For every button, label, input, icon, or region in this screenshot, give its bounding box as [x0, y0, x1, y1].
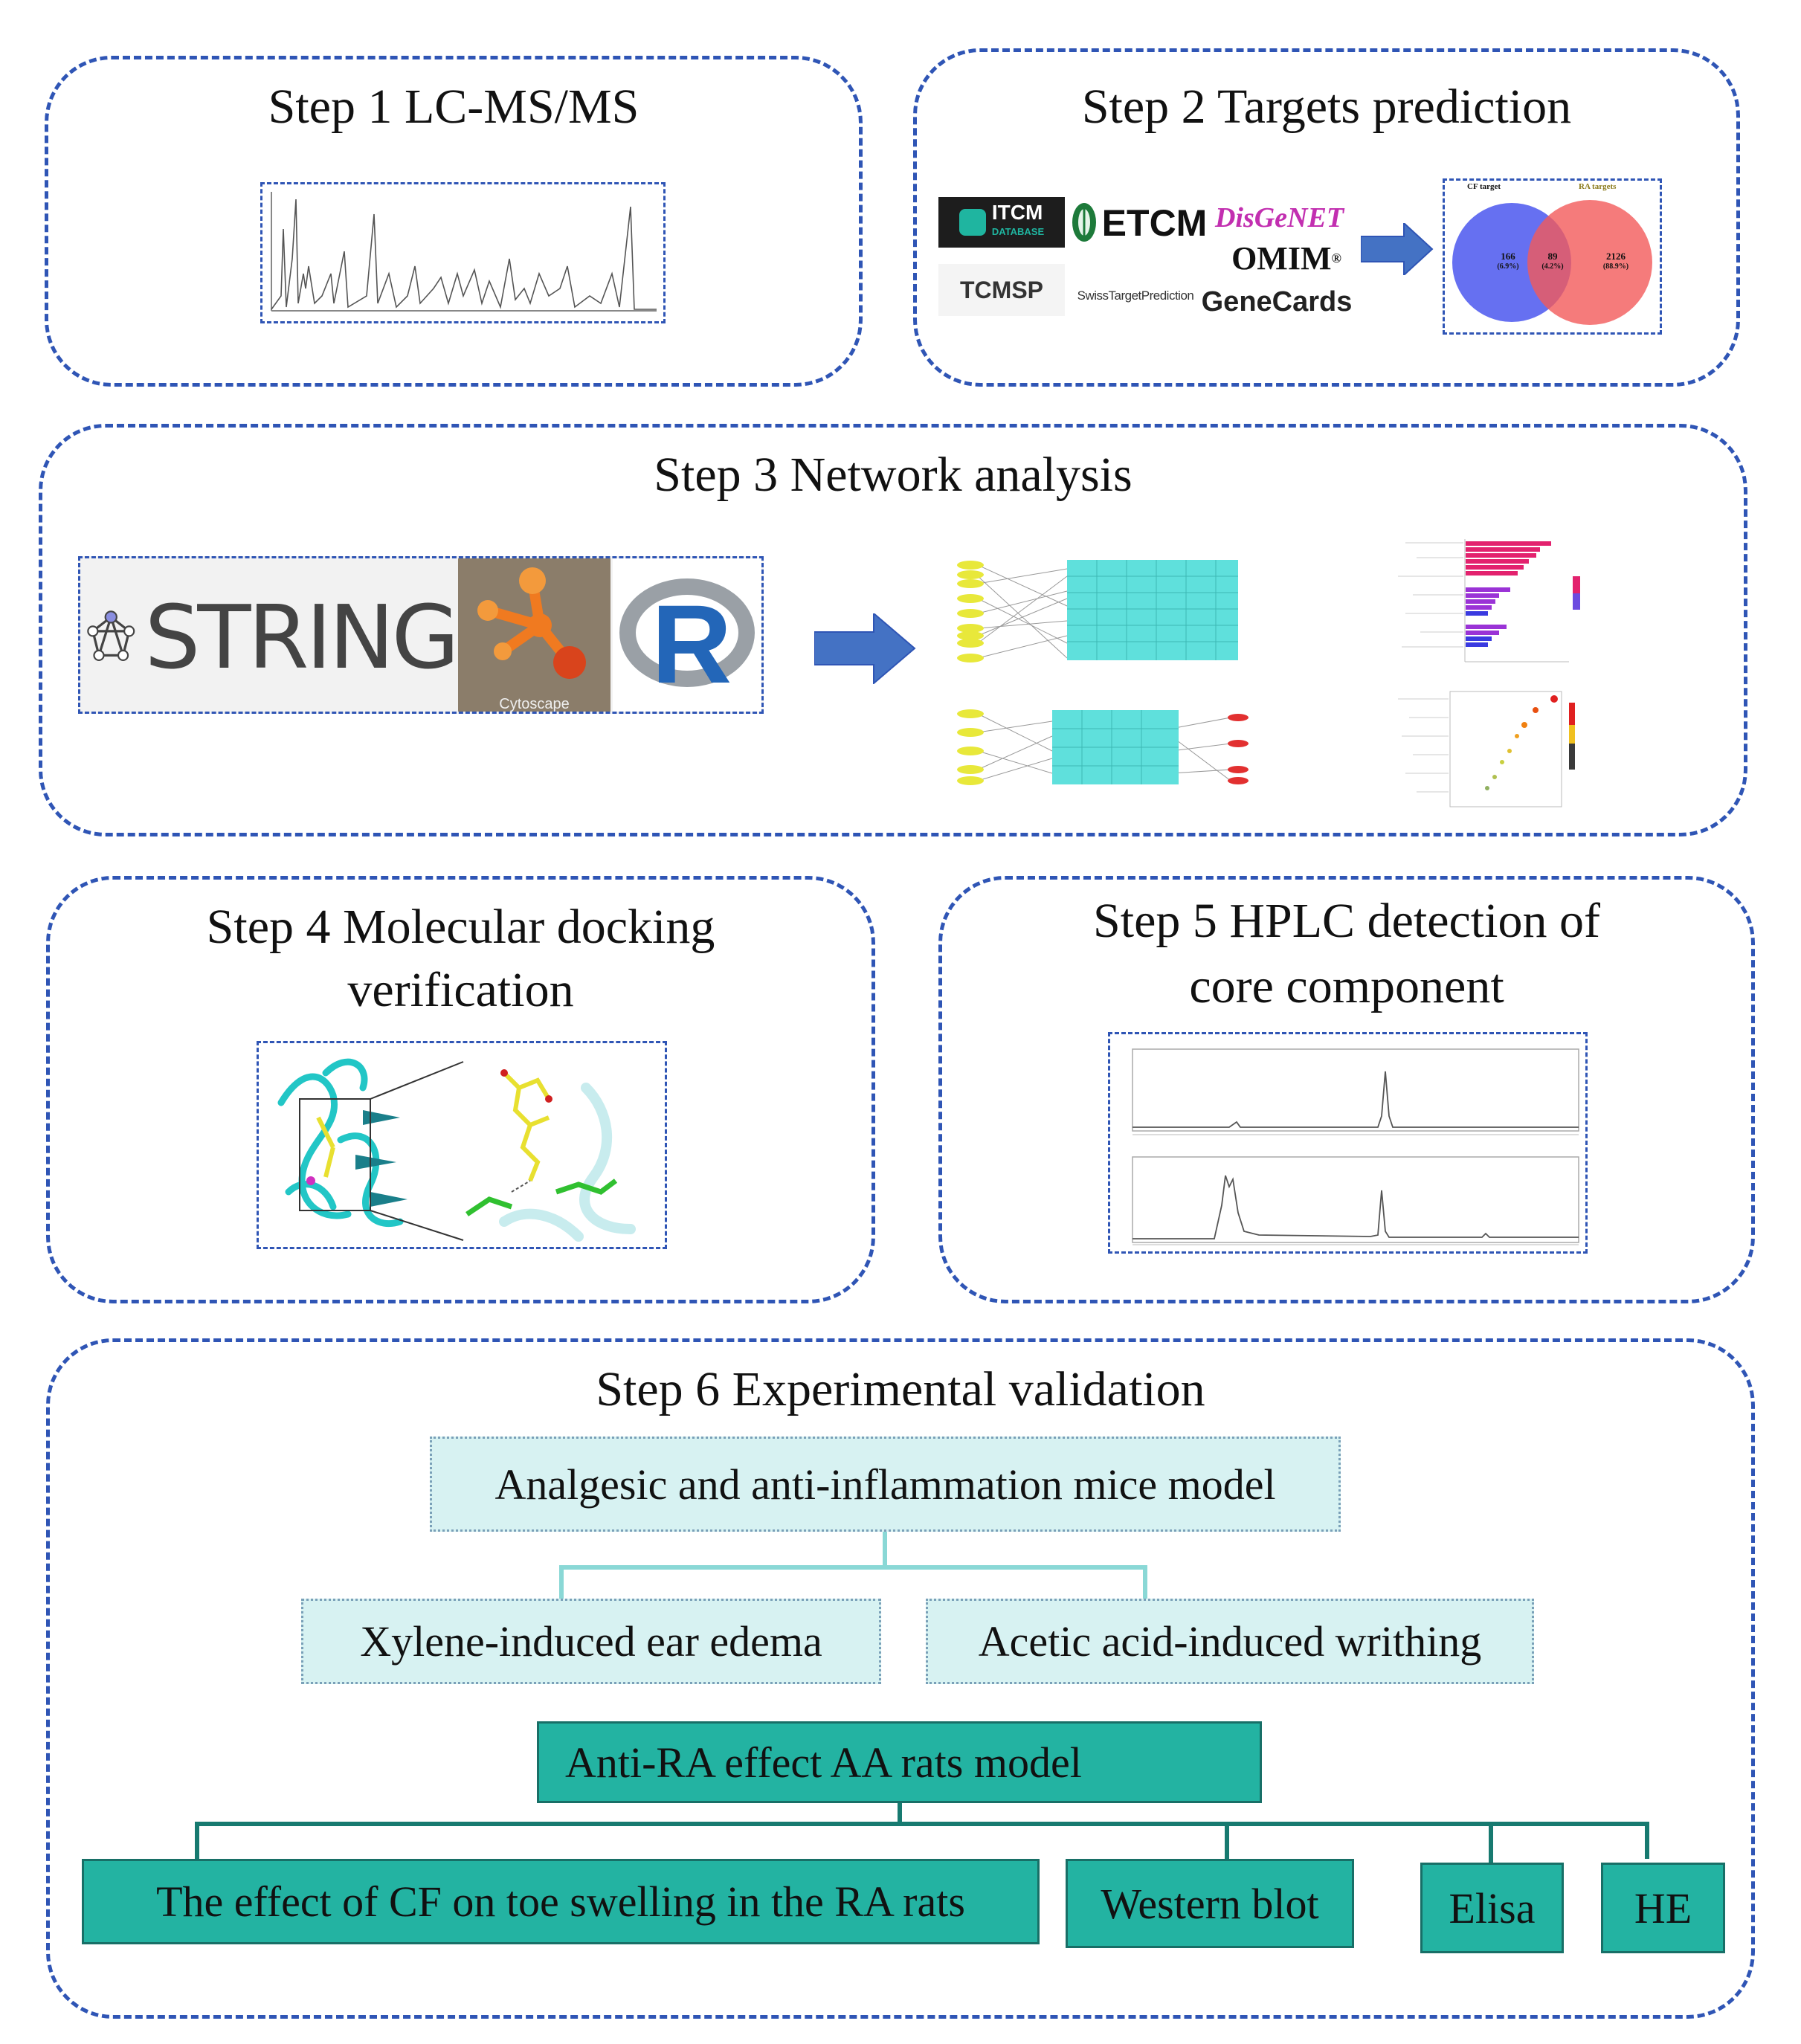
step6-panel: [46, 1338, 1755, 2019]
venn-left-count: 166: [1501, 251, 1515, 262]
elisa-box: Elisa: [1420, 1863, 1564, 1953]
acetic-acid-writhing-box: Acetic acid-induced writhing: [926, 1599, 1534, 1684]
venn-right-pct: (88.9%): [1602, 262, 1629, 271]
step4-panel: [46, 876, 875, 1303]
venn-right-label: RA targets: [1579, 182, 1617, 191]
tcmsp-label: TCMSP: [960, 276, 1043, 303]
step1-title: Step 1 LC-MS/MS: [268, 80, 639, 134]
etcm-leaf-icon: [1067, 197, 1101, 248]
swisstargetprediction-logo: SwissTargetPrediction: [1077, 288, 1194, 303]
lcms-chromatogram: [260, 182, 666, 323]
kegg-enrichment-bubble-chart: [1391, 688, 1591, 814]
step3-title: Step 3 Network analysis: [654, 448, 1133, 502]
disgenet-logo: DisGeNET: [1214, 202, 1344, 233]
network-tools-logos: STRING Cytoscape R: [78, 556, 764, 714]
venn-diagram: CF target RA targets 166 (6.9%) 89 (4.2%…: [1443, 178, 1662, 335]
itcm-icon: [959, 209, 986, 236]
analgesic-model-box: Analgesic and anti-inflammation mice mod…: [430, 1437, 1341, 1532]
genecards-logo: GeneCards: [1201, 286, 1353, 317]
itcm-logo: ITCM DATABASE: [938, 197, 1065, 248]
omim-label: OMIM: [1231, 239, 1332, 277]
step5-title-line1: Step 5 HPLC detection of: [1093, 894, 1600, 948]
toe-swelling-box: The effect of CF on toe swelling in the …: [82, 1859, 1040, 1944]
venn-mid-count: 89: [1547, 251, 1558, 262]
compound-target-network-1: [948, 554, 1246, 665]
r-logo: R: [613, 558, 761, 712]
string-logo: STRING: [85, 564, 460, 709]
itcm-label: ITCM: [991, 201, 1043, 224]
venn-right-count: 2126: [1606, 251, 1626, 262]
venn-right-value: 2126 (88.9%): [1590, 251, 1642, 272]
go-enrichment-bar-chart: [1361, 535, 1606, 669]
venn-left-label: CF target: [1467, 182, 1501, 191]
step6-title: Step 6 Experimental validation: [596, 1362, 1205, 1416]
arrow-right-icon: [814, 613, 916, 684]
step2-panel: [913, 48, 1740, 387]
he-box: HE: [1601, 1863, 1725, 1953]
hplc-chromatograms: [1108, 1032, 1588, 1254]
molecular-docking-image: [257, 1041, 667, 1249]
compound-target-network-2: [948, 706, 1260, 788]
string-label: STRING: [144, 585, 460, 689]
venn-left-value: 166 (6.9%): [1486, 251, 1530, 272]
omim-logo: OMIM®: [1231, 239, 1341, 277]
step2-title: Step 2 Targets prediction: [1081, 80, 1572, 134]
step4-title-line2: verification: [347, 963, 574, 1017]
venn-left-pct: (6.9%): [1497, 262, 1519, 271]
step3-panel: [39, 424, 1747, 836]
cytoscape-logo: Cytoscape: [458, 558, 610, 712]
venn-mid-pct: (4.2%): [1541, 262, 1564, 271]
step4-title-line1: Step 4 Molecular docking: [206, 900, 715, 954]
step5-title-line2: core component: [1189, 959, 1504, 1013]
venn-mid-value: 89 (4.2%): [1534, 251, 1571, 272]
xylene-ear-edema-box: Xylene-induced ear edema: [301, 1599, 881, 1684]
cytoscape-label: Cytoscape: [499, 696, 570, 712]
step5-panel: [938, 876, 1755, 1303]
step1-panel: [45, 56, 863, 387]
r-label: R: [651, 581, 732, 706]
etcm-logo: ETCM: [1101, 202, 1208, 244]
arrow-right-icon: [1361, 223, 1434, 275]
western-blot-box: Western blot: [1066, 1859, 1354, 1948]
string-network-icon: [87, 610, 135, 661]
itcm-sub-label: DATABASE: [991, 226, 1045, 237]
tcmsp-logo: TCMSP: [938, 264, 1065, 316]
anti-ra-model-box: Anti-RA effect AA rats model: [537, 1721, 1262, 1803]
